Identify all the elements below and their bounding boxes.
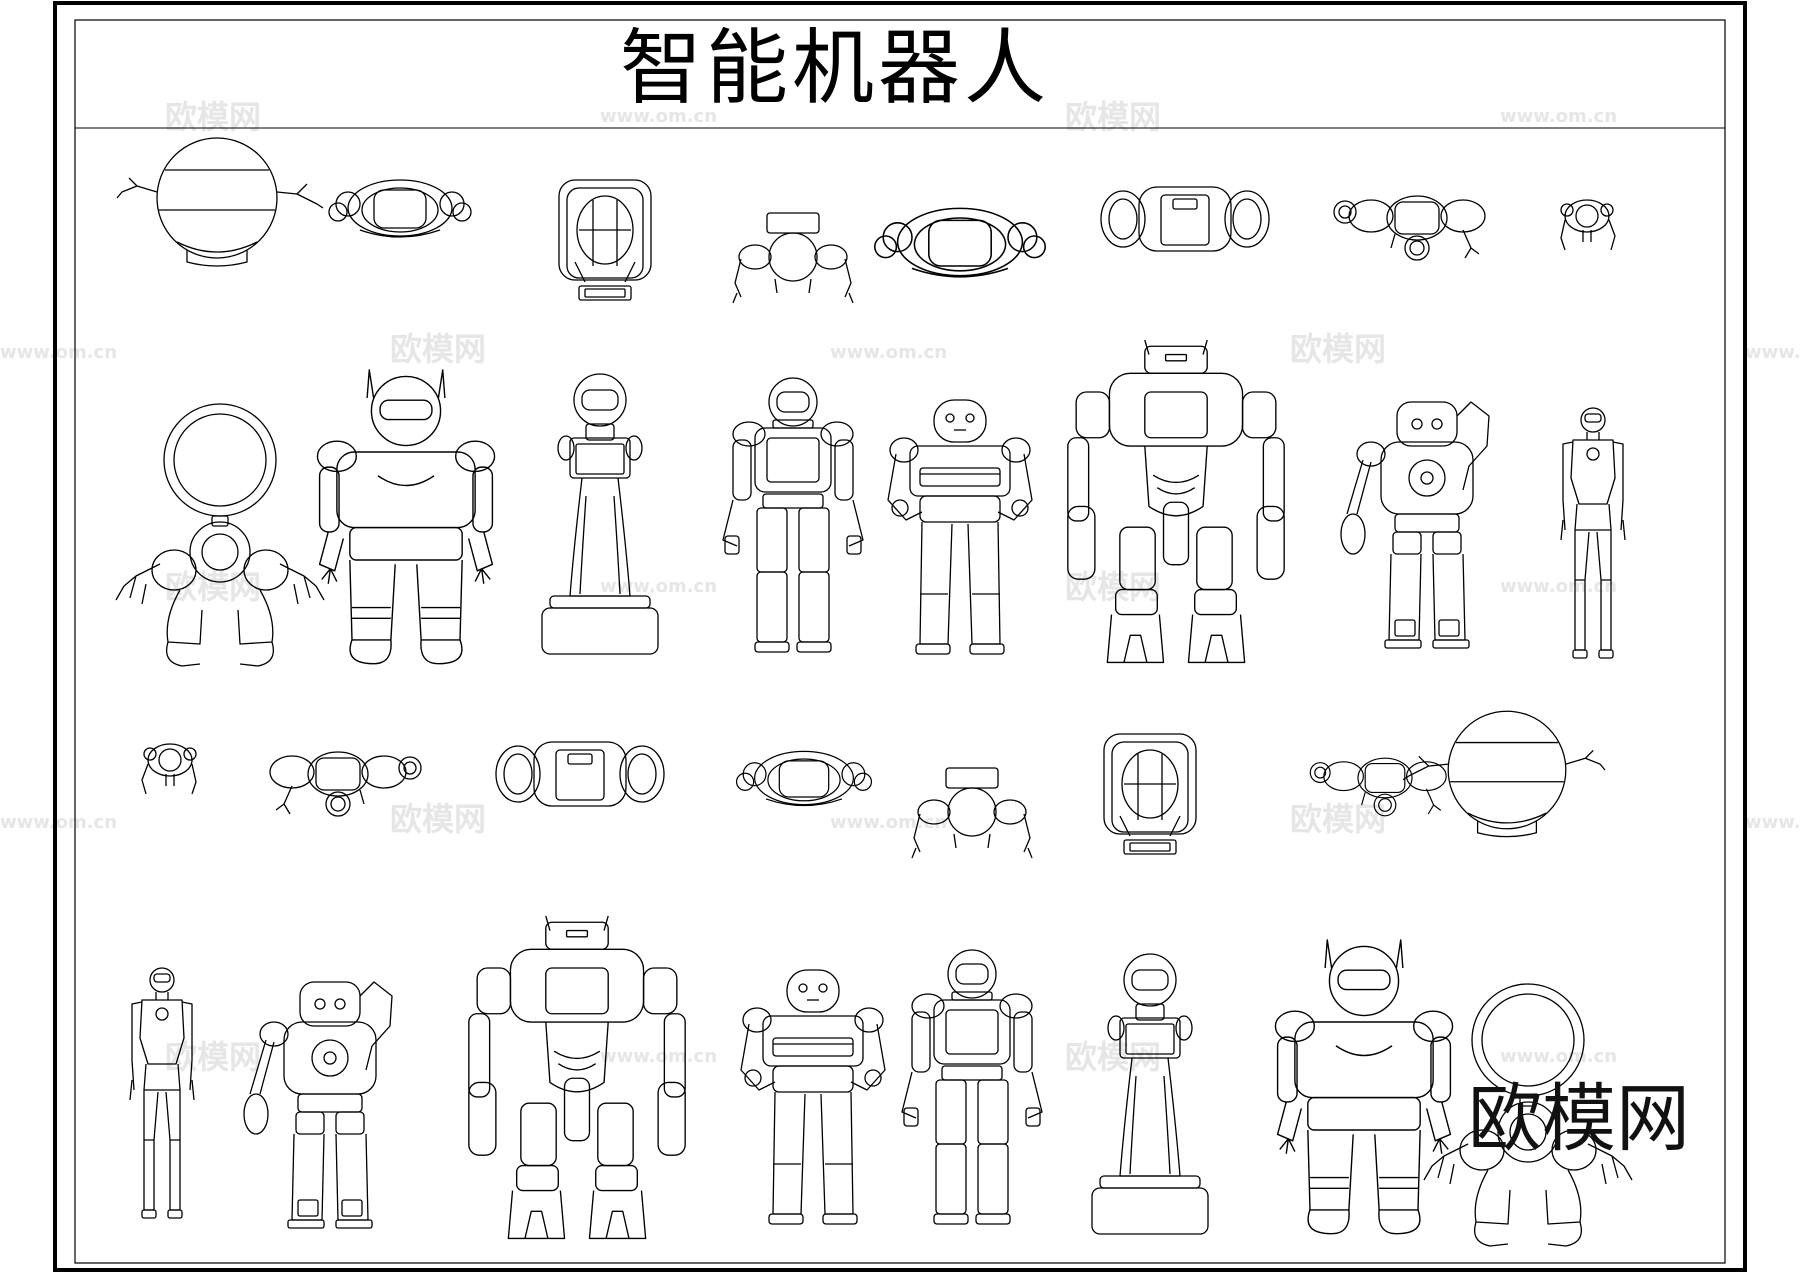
watermark-url: www.om.cn [1745,812,1800,833]
watermark-url: www.om.cn [1745,342,1800,363]
robot-front-antenna-head [1274,939,1454,1235]
watermark-url: www.om.cn [1500,106,1617,127]
inner-frame [74,19,1726,1264]
watermark-text: 欧模网 [165,568,261,606]
watermark-text: 欧模网 [1290,800,1386,838]
watermark-text: 欧模网 [1065,568,1161,606]
robot-front-salute [243,981,393,1229]
brand-logo: 欧模网 [1468,1076,1690,1162]
watermark-layer: 欧模网 欧模网 欧模网 欧模网 欧模网 欧模网 欧模网 欧模网 欧模网 欧模网 … [0,98,1800,1076]
robot-plan-oval [874,207,1046,278]
robot-plan-shell [558,179,652,301]
robot-drawings [115,137,1633,1247]
robot-plan-wide [1100,186,1270,252]
robot-plan-sphere [116,137,324,267]
robot-front-kiosk [541,373,659,655]
watermark-url: www.om.cn [1500,1046,1617,1067]
watermark-text: 欧模网 [1065,1038,1161,1076]
watermark-url: www.om.cn [830,812,947,833]
robot-front-kiosk [1091,953,1209,1235]
watermark-url: www.om.cn [830,342,947,363]
robot-front-astronaut [722,377,864,653]
outer-frame [53,1,1747,1272]
watermark-url: www.om.cn [600,1046,717,1067]
robot-plan-figure [732,212,854,304]
robot-front-android [129,967,195,1219]
robot-plan-wide [495,741,665,807]
page-title: 智能机器人 [620,21,1051,116]
robot-front-nao [887,399,1033,655]
watermark-text: 欧模网 [1065,98,1161,136]
robot-front-astronaut [901,949,1043,1225]
watermark-url: www.om.cn [0,812,117,833]
robot-plan-humanoid [1309,757,1447,817]
robot-front-salute [1340,401,1490,649]
watermark-text: 欧模网 [1290,330,1386,368]
robot-plan-shell [1103,733,1197,855]
watermark-text: 欧模网 [165,98,261,136]
robot-front-nao [740,969,886,1225]
robot-front-ring-head [1423,983,1633,1247]
robot-plan-humanoid [269,751,422,817]
watermark-url: www.om.cn [600,576,717,597]
watermark-url: www.om.cn [0,342,117,363]
watermark-url: www.om.cn [1500,576,1617,597]
robot-plan-oval [328,179,472,238]
watermark-text: 欧模网 [390,330,486,368]
robot-plan-sphere [1402,710,1606,838]
watermark-url: www.om.cn [600,106,717,127]
watermark-text: 欧模网 [390,800,486,838]
robot-front-mech [1067,339,1285,664]
robot-plan-figure [911,767,1033,859]
watermark-text: 欧模网 [165,1038,261,1076]
robot-plan-oval [735,750,873,807]
robot-plan-humanoid [1333,195,1486,261]
robot-front-ring-head [115,403,325,667]
robot-plan-small [141,743,197,795]
robot-front-antenna-head [316,369,496,665]
robot-plan-small [1560,199,1616,251]
robot-front-android [1560,407,1626,659]
robot-front-mech [468,915,686,1240]
